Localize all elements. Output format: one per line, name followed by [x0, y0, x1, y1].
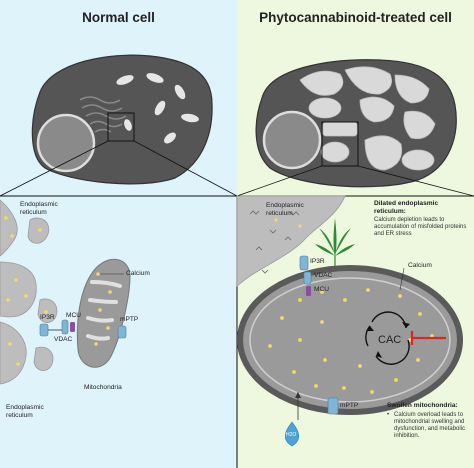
vdac-channel-right: [303, 271, 312, 285]
mptp-label-left: mPTP: [120, 316, 139, 323]
treated-zoom-box: [321, 121, 359, 167]
mptp-channel-right: [327, 397, 339, 415]
swollen-mitochondrion: [237, 265, 463, 415]
treated-nucleus: [262, 110, 322, 170]
swollen-mito-title: Swollen mitochondria:: [387, 402, 458, 409]
er-label-bottom: Endoplasmic reticulum: [6, 404, 44, 419]
water-label: H2O: [286, 432, 297, 438]
vdac-channel-left: [61, 319, 69, 335]
cac-label: CAC: [378, 334, 402, 346]
bullet-icon: •: [387, 412, 390, 418]
calcium-label-right: Calcium: [408, 262, 432, 269]
normal-cell-title: Normal cell: [82, 10, 155, 25]
mito-calcium-dots: [94, 272, 112, 346]
normal-mitochondrion: [76, 258, 131, 368]
mcu-label-left: MCU: [66, 312, 82, 319]
mcu-label-right: MCU: [314, 286, 330, 293]
calcium-label-left: Calcium: [126, 270, 150, 277]
vdac-label-right: VDAC: [314, 272, 333, 279]
normal-er-strands: [79, 96, 127, 133]
overloaded-calcium-dots: [268, 288, 434, 394]
ip3r-label-left: IP3R: [40, 314, 55, 321]
mitochondria-label: Mitochondria: [84, 384, 122, 391]
mptp-channel-left: [117, 325, 127, 339]
mcu-channel-right: [306, 286, 311, 296]
dilated-er-title: Dilated endoplasmic reticulum:: [374, 200, 439, 215]
ip3r-channel-left: [39, 323, 49, 337]
inhibition-arrow-icon: [410, 331, 446, 345]
treated-swollen-organelles: [299, 66, 436, 171]
ip3r-channel-right: [299, 255, 309, 271]
mptp-label-right: mPTP: [340, 402, 359, 409]
normal-zoom-box: [107, 112, 135, 142]
vdac-label-left: VDAC: [54, 336, 73, 343]
er-label-top: Endoplasmic reticulum: [20, 201, 58, 216]
dilated-er-text: Calcium depletion leads to accumulation …: [374, 217, 467, 238]
normal-er-zoom: [0, 199, 58, 385]
er-calcium-dots: [4, 216, 48, 366]
normal-mitochondria: [116, 73, 199, 144]
water-drop-icon: [284, 421, 300, 447]
swollen-mito-text: Calcium overload leads to mitochondrial …: [394, 412, 466, 440]
dilated-er: [236, 195, 346, 287]
treated-cell-title: Phytocannabinoid-treated cell: [259, 10, 452, 25]
ip3r-label-right: IP3R: [310, 258, 325, 265]
mcu-channel-left: [70, 322, 75, 332]
cannabis-leaf-icon: [315, 218, 355, 266]
er-label-right: Endoplasmic reticulum: [266, 202, 304, 217]
misfolded-proteins: [249, 210, 300, 274]
normal-nucleus: [36, 113, 96, 173]
